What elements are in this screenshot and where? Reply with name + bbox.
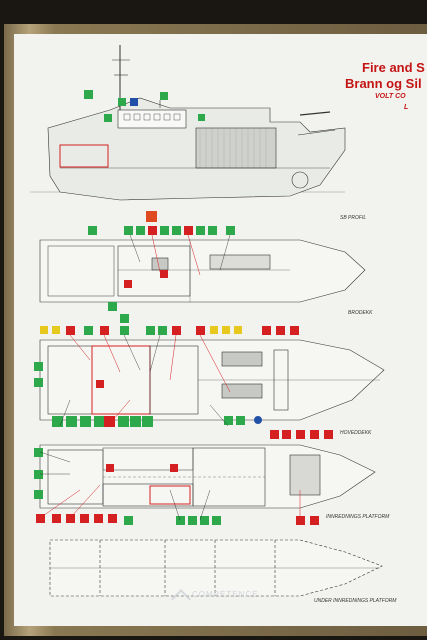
deck-label-main: HOVEDDEKK (340, 430, 372, 436)
deck-label-bridge: BRODEKK (348, 310, 373, 316)
poster-title-line-2: Brann og Sil (345, 76, 422, 91)
watermark-text: COMPETENCE (192, 590, 259, 599)
deck-label-profile: SB PROFIL (340, 215, 367, 221)
under-platform-deck-plan (49, 539, 383, 597)
safety-symbols (34, 90, 333, 525)
poster-title-line-1: Fire and S (362, 60, 425, 75)
platform-deck-plan (39, 444, 376, 509)
deck-label-under-platform: UNDER INNREDNINGS PLATFORM (314, 598, 397, 604)
main-deck-plan (39, 339, 385, 421)
deck-label-platform: INNREDNINGS PLATFORM (326, 514, 390, 520)
bridge-deck-plan (39, 239, 366, 303)
poster-title-line-3: VOLT CO (375, 93, 406, 100)
ship-side-profile (30, 45, 346, 201)
poster-title-line-4: L (404, 104, 409, 111)
